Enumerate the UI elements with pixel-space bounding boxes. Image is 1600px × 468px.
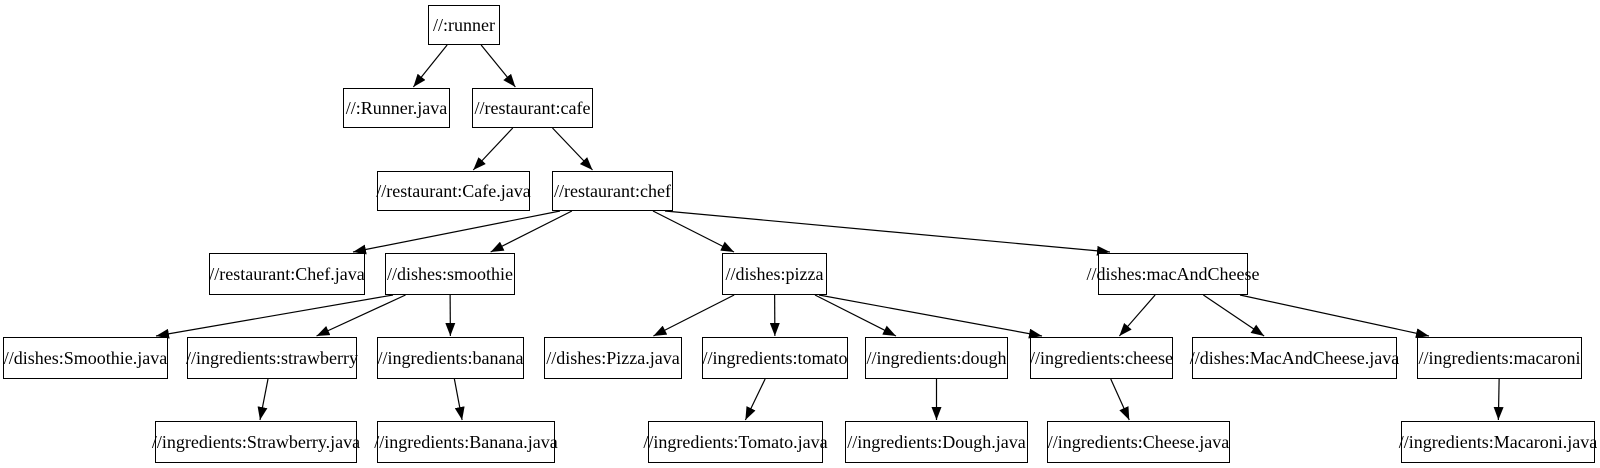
graph-node-tomato_java: //ingredients:Tomato.java: [643, 421, 828, 463]
graph-node-macandcheese_java: //dishes:MacAndCheese.java: [1190, 337, 1399, 379]
graph-edge-chef-to-chef_java: [352, 210, 561, 255]
graph-node-cafe_java: //restaurant:Cafe.java: [376, 171, 531, 211]
graph-edge-smoothie-to-smoothie_java: [155, 294, 394, 339]
graph-edge-macaroni-to-macaroni_java: [1493, 378, 1504, 421]
graph-node-runner_java: //:Runner.java: [343, 88, 450, 128]
graph-edge-chef-to-macandcheese: [664, 210, 1111, 256]
graph-node-dough_java: //ingredients:Dough.java: [845, 421, 1028, 463]
graph-node-smoothie_java: //dishes:Smoothie.java: [3, 337, 168, 379]
graph-edge-cafe-to-chef: [552, 127, 593, 171]
graph-node-pizza_java: //dishes:Pizza.java: [544, 337, 682, 379]
graph-node-chef_java: //restaurant:Chef.java: [209, 253, 365, 295]
graph-node-pizza: //dishes:pizza: [722, 253, 827, 295]
graph-edge-strawberry-to-strawberry_java: [257, 378, 269, 421]
graph-node-macaroni_java: //ingredients:Macaroni.java: [1399, 421, 1597, 463]
graph-edge-runner-to-cafe: [480, 44, 516, 88]
graph-node-cafe: //restaurant:cafe: [472, 88, 593, 128]
graph-edge-cheese-to-cheese_java: [1110, 378, 1130, 421]
graph-node-runner: //:runner: [428, 5, 500, 45]
graph-edge-macandcheese-to-macandcheese_java: [1203, 294, 1265, 337]
graph-edge-pizza-to-pizza_java: [653, 294, 735, 337]
graph-node-macandcheese: //dishes:macAndCheese: [1087, 253, 1259, 295]
graph-node-cheese: //ingredients:cheese: [1030, 337, 1173, 379]
graph-edge-chef-to-pizza: [652, 210, 735, 253]
graph-edge-cafe-to-cafe_java: [472, 127, 514, 171]
graph-edge-banana-to-banana_java: [453, 378, 465, 421]
graph-node-tomato: //ingredients:tomato: [702, 337, 848, 379]
graph-node-strawberry_java: //ingredients:Strawberry.java: [152, 421, 360, 463]
graph-node-macaroni: //ingredients:macaroni: [1417, 337, 1582, 379]
graph-edge-pizza-to-dough: [814, 294, 897, 337]
graph-edge-runner-to-runner_java: [412, 44, 448, 88]
graph-node-banana: //ingredients:banana: [377, 337, 524, 379]
graph-edge-macandcheese-to-cheese: [1118, 294, 1156, 337]
graph-node-cheese_java: //ingredients:Cheese.java: [1047, 421, 1230, 463]
graph-node-banana_java: //ingredients:Banana.java: [374, 421, 558, 463]
graph-node-smoothie: //dishes:smoothie: [385, 253, 515, 295]
graph-edge-macandcheese-to-macaroni: [1239, 294, 1430, 339]
graph-node-strawberry: //ingredients:strawberry: [186, 337, 358, 379]
graph-edge-tomato-to-tomato_java: [744, 378, 766, 421]
graph-edge-smoothie-to-strawberry: [316, 294, 406, 337]
graph-edge-chef-to-smoothie: [490, 210, 573, 253]
graph-node-chef: //restaurant:chef: [552, 171, 673, 211]
graph-node-dough: //ingredients:dough: [865, 337, 1008, 379]
graph-edge-pizza-to-cheese: [818, 294, 1043, 339]
